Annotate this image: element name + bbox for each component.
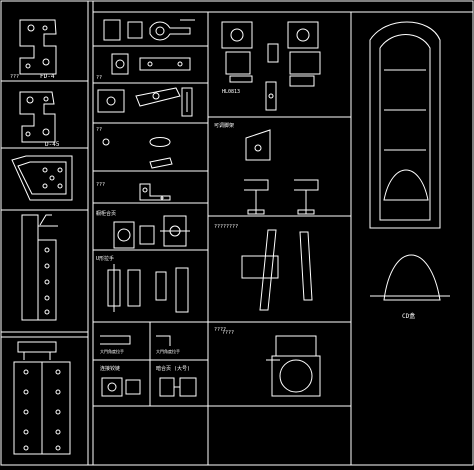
connector-drawing [101,377,141,397]
cd-box-label: CD盒 [402,312,415,320]
adjustable-foot-drawing [244,129,319,215]
qmark-angle: ??? [96,182,105,188]
bracket-set-drawing [97,87,193,117]
qmark-bracket: ???????? [214,224,238,230]
plate-bracket-drawing [11,155,73,201]
concealed-hinge-drawing [159,377,197,397]
qmark-fd4: ??? [10,74,19,80]
lock-set-drawing [221,21,321,87]
hinge-large-label: 暗合页 (大号) [156,365,190,372]
long-hinge-drawing [21,214,58,321]
lock-pull-drawing [265,81,277,111]
qmark-hook: ?? [96,75,102,81]
cabinet-hinge-drawing [113,215,190,249]
qmark-castor: ???? [214,327,226,333]
cabinet-hinge-label: 橱柜合页 [96,210,116,217]
qmark-bottom: ???? [222,330,234,336]
latch-hardware-drawing [103,19,195,41]
small-fittings-drawing [102,137,173,169]
door-handle-drawing-2 [156,335,171,346]
fd4-label: FD-4 [40,73,55,80]
angle-bracket-drawing [139,183,171,201]
handle-note-2: 大門角度拉手 [156,348,180,354]
d45-bracket-drawing [19,91,56,143]
handle-note-1: 大門角度拉手 [100,348,124,354]
strap-hinge-drawing [13,341,71,455]
u-handle-label: U形拉手 [96,255,114,262]
lock-label: HL0813 [222,89,240,95]
u-handle-drawing [107,264,189,313]
door-handle-drawing-1 [100,335,131,345]
fd4-bracket-drawing [19,19,57,75]
shelf-bracket-drawing [241,229,313,311]
d45-label: D-45 [45,141,60,148]
cd-box-drawing [370,254,450,301]
adjust-label: 可调脚架 [214,122,234,129]
hook-hardware-drawing [111,53,191,75]
cd-rack-drawing [369,21,441,229]
qmark-fittings: ?? [96,127,102,133]
connector-label: 连接铰链 [100,365,120,372]
castor-wheel-drawing [266,335,321,397]
